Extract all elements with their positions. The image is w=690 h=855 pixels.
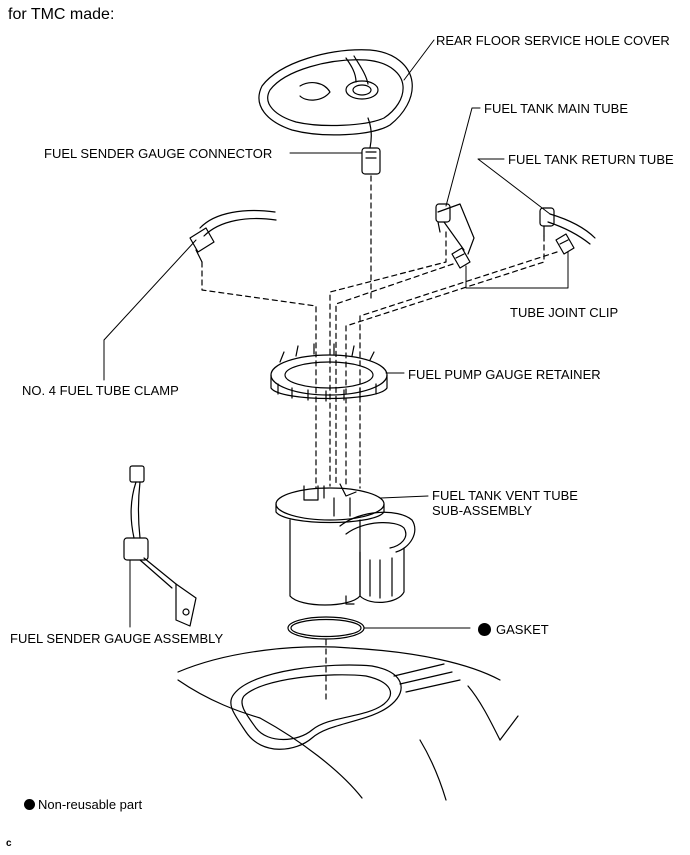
- assembly-dashed-lines: [201, 175, 558, 701]
- label-fuel-tank-vent-tube-line2: SUB-ASSEMBLY: [432, 503, 533, 518]
- label-fuel-sender-gauge-connector: FUEL SENDER GAUGE CONNECTOR: [44, 146, 273, 161]
- legend-non-reusable-text: Non-reusable part: [38, 797, 143, 812]
- gasket-illustration: [287, 616, 365, 640]
- leader-lines: [103, 39, 569, 629]
- figure-code: c: [6, 838, 12, 849]
- legend-non-reusable: Non-reusable part: [24, 797, 142, 812]
- fuel-pump-gauge-retainer-illustration: [270, 343, 388, 402]
- label-tube-joint-clip: TUBE JOINT CLIP: [510, 305, 619, 320]
- label-gasket: GASKET: [496, 622, 549, 637]
- label-no4-fuel-tube-clamp: NO. 4 FUEL TUBE CLAMP: [22, 383, 179, 398]
- label-fuel-tank-main-tube: FUEL TANK MAIN TUBE: [484, 101, 628, 116]
- fuel-tank-return-tube-illustration: [539, 207, 596, 245]
- label-fuel-tank-vent-tube-line1: FUEL TANK VENT TUBE: [432, 488, 578, 503]
- fuel-sender-gauge-assembly-illustration: [123, 465, 197, 627]
- fuel-tank-main-tube-illustration: [435, 203, 475, 255]
- rear-floor-service-hole-cover-illustration: [258, 49, 413, 149]
- label-fuel-tank-return-tube: FUEL TANK RETURN TUBE: [508, 152, 674, 167]
- label-rear-floor-service-hole-cover: REAR FLOOR SERVICE HOLE COVER: [436, 33, 670, 48]
- fuel-tank-vent-tube-sub-assembly-illustration: [275, 483, 416, 606]
- label-fuel-pump-gauge-retainer: FUEL PUMP GAUGE RETAINER: [408, 367, 601, 382]
- fuel-tank-body-illustration: [177, 646, 519, 801]
- non-reusable-dot-icon: [478, 623, 491, 636]
- tube-joint-clip-illustration: [451, 233, 575, 269]
- fuel-sender-gauge-connector-illustration: [361, 147, 381, 175]
- page-title: for TMC made:: [8, 6, 115, 23]
- label-fuel-sender-gauge-assembly: FUEL SENDER GAUGE ASSEMBLY: [10, 631, 224, 646]
- no4-fuel-tube-clamp-illustration: [189, 209, 277, 263]
- non-reusable-legend-dot-icon: [24, 799, 35, 810]
